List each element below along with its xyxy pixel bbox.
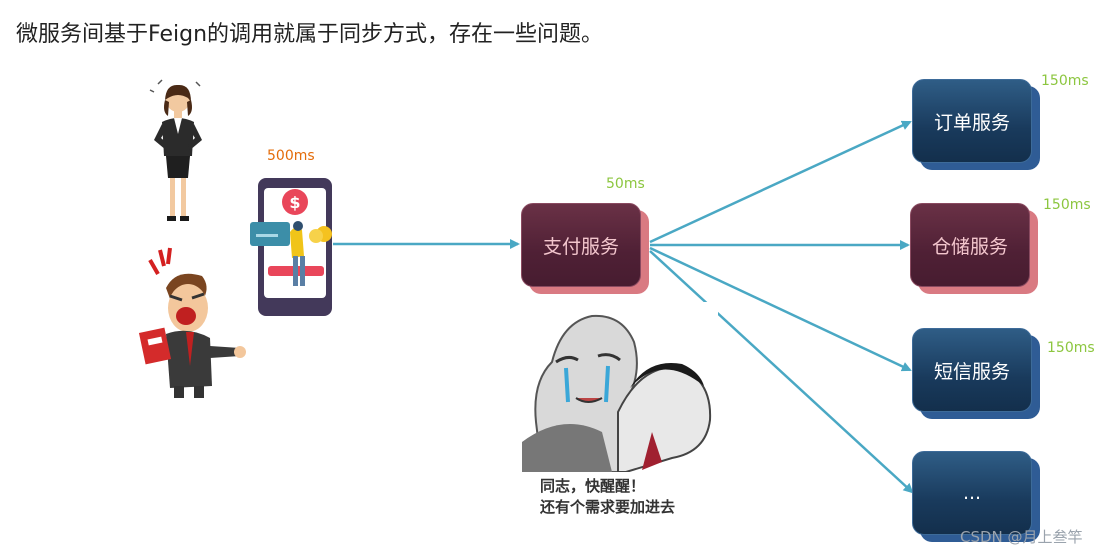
payment-latency-label: 50ms xyxy=(606,176,645,192)
page-title: 微服务间基于Feign的调用就属于同步方式，存在一些问题。 xyxy=(16,22,604,47)
meme-caption-line1: 同志，快醒醒！ xyxy=(540,477,646,495)
more-services-face: ... xyxy=(912,451,1032,535)
payment-service-face: 支付服务 xyxy=(521,203,641,287)
arrow-payment-to-sms xyxy=(649,246,912,372)
crying-meme-illustration xyxy=(522,302,718,472)
sms-latency-label: 150ms xyxy=(1047,340,1095,356)
angry-man-illustration xyxy=(138,247,246,398)
meme-caption-line2: 还有个需求要加进去 xyxy=(540,498,676,516)
order-service-face: 订单服务 xyxy=(912,79,1032,163)
storage-service-label: 仓储服务 xyxy=(931,235,1008,258)
sms-service-box: 短信服务 xyxy=(912,328,1040,419)
order-service-box: 订单服务 xyxy=(912,79,1040,170)
order-latency-label: 150ms xyxy=(1041,73,1089,89)
arrow-payment-to-more xyxy=(649,250,914,494)
more-services-box: ... xyxy=(912,451,1040,542)
client-latency-label: 500ms xyxy=(267,148,315,164)
payment-service-box: 支付服务 xyxy=(521,203,649,294)
storage-service-box: 仓储服务 xyxy=(910,203,1038,294)
order-service-label: 订单服务 xyxy=(933,111,1010,134)
svg-text:$: $ xyxy=(289,193,300,212)
sms-service-face: 短信服务 xyxy=(912,328,1032,412)
mobile-payment-illustration: $ xyxy=(250,178,332,316)
storage-latency-label: 150ms xyxy=(1043,197,1091,213)
payment-service-label: 支付服务 xyxy=(542,235,619,258)
meme-caption: 同志，快醒醒！ 还有个需求要加进去 xyxy=(540,476,675,518)
arrow-payment-to-order xyxy=(649,120,912,244)
more-services-label: ... xyxy=(962,482,982,504)
sms-service-label: 短信服务 xyxy=(933,360,1010,383)
worried-woman-illustration xyxy=(149,79,202,221)
storage-service-face: 仓储服务 xyxy=(910,203,1030,287)
watermark: CSDN @月上叁竿 xyxy=(960,528,1083,546)
